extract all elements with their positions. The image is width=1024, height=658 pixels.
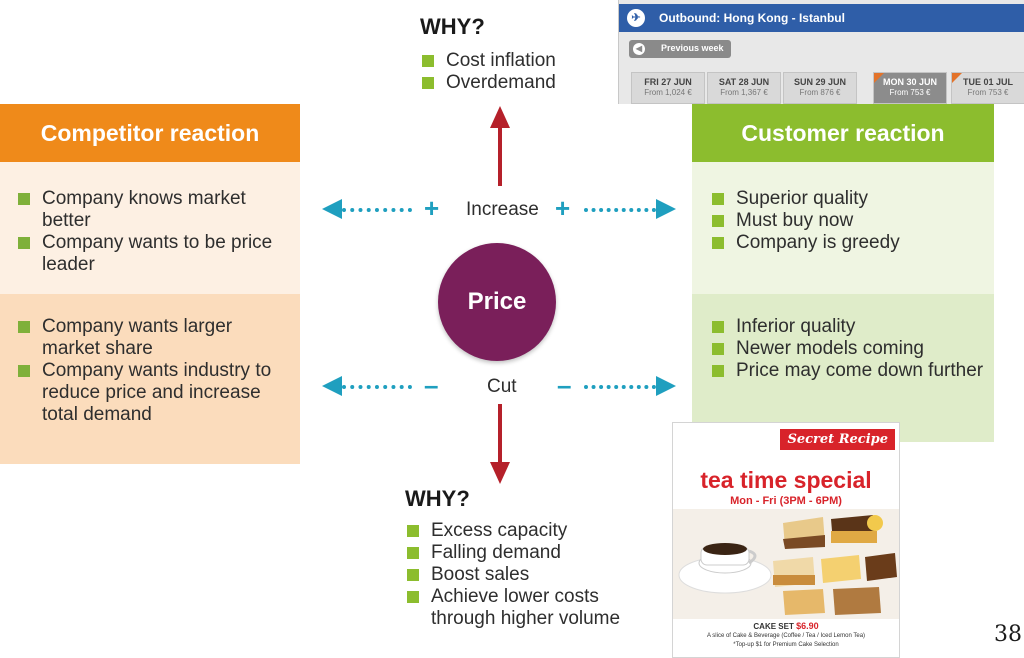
price-label: Price (467, 288, 527, 315)
price-prefix: CAKE SET (753, 622, 794, 631)
day-date: FRI 27 JUN (644, 77, 692, 87)
list-item: Newer models coming (710, 338, 986, 360)
previous-week-button[interactable]: ◀ Previous week (629, 40, 731, 58)
list-item: Inferior quality (710, 316, 986, 338)
dotted-line (342, 385, 412, 389)
cake-set-price: CAKE SET $6.90 (673, 621, 899, 631)
arrow-right-icon (656, 199, 676, 219)
down-arrow (490, 404, 510, 484)
list-item: Overdemand (420, 72, 620, 94)
poster-hours: Mon - Fri (3PM - 6PM) (730, 495, 842, 507)
day-price: From 753 € (889, 88, 931, 97)
up-arrow (490, 106, 510, 186)
day-tab[interactable]: FRI 27 JUN From 1,024 € (631, 72, 705, 104)
why-bottom-title: WHY? (405, 486, 470, 511)
competitor-header: Competitor reaction (0, 104, 300, 174)
minus-sign: – (557, 370, 572, 400)
day-price: From 1,024 € (644, 88, 692, 97)
list-item: Superior quality (710, 188, 986, 210)
day-tab[interactable]: SUN 29 JUN From 876 € (783, 72, 857, 104)
list-item: Company wants industry to reduce price a… (16, 360, 288, 426)
brand-logo: Secret Recipe (780, 429, 895, 450)
cake-illustration (673, 509, 899, 619)
day-date: SAT 28 JUN (718, 77, 770, 87)
list-item: Boost sales (405, 564, 645, 586)
flight-title-bar: ✈ Outbound: Hong Kong - Istanbul (619, 4, 1024, 32)
poster-fineprint-1: A slice of Cake & Beverage (Coffee / Tea… (706, 633, 866, 639)
plus-sign: + (424, 193, 440, 223)
day-date: MON 30 JUN (882, 77, 937, 87)
dotted-line (584, 208, 656, 212)
arrow-left-icon (322, 199, 342, 219)
poster-fineprint-2: *Top-up $1 for Premium Cake Selection (733, 642, 839, 648)
list-item: Falling demand (405, 542, 645, 564)
flight-title: Outbound: Hong Kong - Istanbul (659, 11, 845, 25)
day-date: SUN 29 JUN (793, 77, 847, 87)
flight-widget: ✈ Outbound: Hong Kong - Istanbul ◀ Previ… (618, 0, 1024, 104)
dotted-line (584, 385, 656, 389)
competitor-increase-box: Company knows market better Company want… (0, 162, 300, 294)
plus-sign: + (555, 193, 571, 223)
list-item: Excess capacity (405, 520, 645, 542)
day-price: From 876 € (799, 88, 841, 97)
previous-week-label: Previous week (661, 43, 724, 53)
list-item: Company is greedy (710, 232, 986, 254)
list-item: Achieve lower costs through higher volum… (405, 586, 645, 630)
why-bottom-list: Excess capacity Falling demand Boost sal… (405, 520, 645, 630)
cut-label: Cut (487, 376, 517, 397)
list-item: Price may come down further (710, 360, 986, 382)
competitor-cut-box: Company wants larger market share Compan… (0, 294, 300, 464)
increase-label: Increase (466, 199, 539, 220)
customer-cut-box: Inferior quality Newer models coming Pri… (692, 294, 994, 442)
plane-icon: ✈ (627, 9, 645, 27)
day-tab[interactable]: SAT 28 JUN From 1,367 € (707, 72, 781, 104)
list-item: Company knows market better (16, 188, 288, 232)
competitor-title: Competitor reaction (40, 119, 260, 146)
day-tab[interactable]: TUE 01 JUL From 753 € (951, 72, 1024, 104)
flag-icon (874, 73, 884, 83)
day-price: From 753 € (967, 88, 1009, 97)
day-tab-selected[interactable]: MON 30 JUN From 753 € (873, 72, 947, 104)
price-value: $6.90 (796, 621, 819, 631)
why-top-list: Cost inflation Overdemand (420, 50, 620, 94)
list-item: Cost inflation (420, 50, 620, 72)
page-number: 38 (994, 622, 1022, 647)
poster-title: tea time special (700, 467, 872, 493)
chevron-left-icon: ◀ (633, 43, 645, 55)
list-item: Must buy now (710, 210, 986, 232)
list-item: Company wants to be price leader (16, 232, 288, 276)
price-circle: Price (438, 243, 556, 361)
customer-increase-box: Superior quality Must buy now Company is… (692, 162, 994, 294)
minus-sign: – (424, 370, 439, 400)
dotted-line (342, 208, 412, 212)
day-date: TUE 01 JUL (962, 77, 1013, 87)
arrow-right-icon (656, 376, 676, 396)
list-item: Company wants larger market share (16, 316, 288, 360)
arrow-left-icon (322, 376, 342, 396)
customer-title: Customer reaction (741, 119, 945, 146)
customer-header: Customer reaction (692, 104, 994, 174)
why-top-title: WHY? (420, 14, 485, 39)
tea-time-poster: Secret Recipe tea time special Mon - Fri… (672, 422, 900, 658)
day-price: From 1,367 € (720, 88, 768, 97)
flag-icon (952, 73, 962, 83)
